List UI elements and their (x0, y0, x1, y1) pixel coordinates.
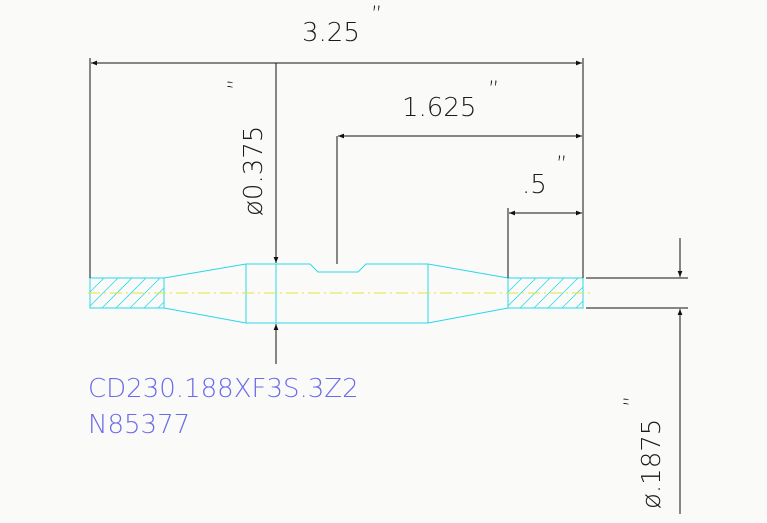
part-outline (89, 263, 584, 324)
part-code: CD230.188XF3S.3Z2 (88, 374, 359, 404)
inch-mark-end: ” (556, 153, 567, 178)
main-body (245, 263, 429, 324)
dim-diameter-end-label: ø.1875 (637, 419, 667, 509)
inch-mark-diameter-main: ” (225, 79, 250, 90)
dim-mid-label: 1.625 (402, 93, 476, 123)
inch-mark-diameter-end: ” (621, 396, 646, 407)
dim-end-label: .5 (522, 170, 547, 200)
right-end-hatch (507, 277, 584, 309)
inch-mark-mid: ” (488, 78, 499, 103)
inch-mark-overall: ” (371, 3, 382, 28)
right-taper (427, 263, 509, 324)
left-taper (163, 263, 247, 324)
dim-overall-label: 3.25 (302, 18, 360, 48)
dimension-lines (89, 58, 688, 514)
part-number: N85377 (88, 410, 190, 440)
dim-diameter-main-label: ø0.375 (239, 126, 269, 216)
